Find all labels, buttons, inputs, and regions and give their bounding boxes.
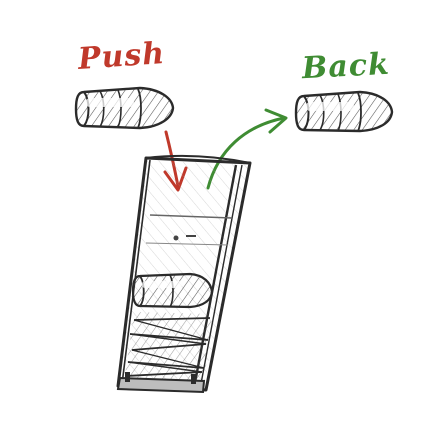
bullet-icon (74, 86, 175, 130)
spring-icon (116, 312, 212, 394)
bullet-icon (294, 90, 394, 133)
bullet-icon (131, 272, 214, 309)
